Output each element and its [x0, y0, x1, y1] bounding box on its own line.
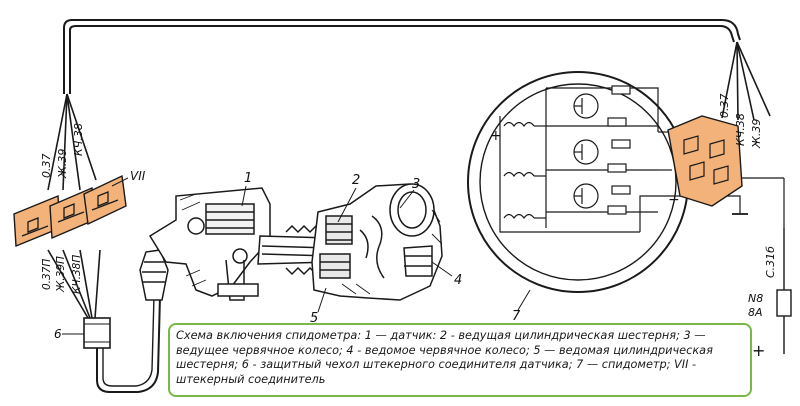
left-wire-fan — [47, 93, 101, 319]
sensor-assembly — [139, 183, 443, 301]
label-2: 2 — [352, 173, 360, 188]
wire-label-zh39: Ж.39 — [56, 149, 69, 179]
label-5: 5 — [310, 311, 318, 326]
protective-cover-6: 6 — [54, 295, 161, 393]
right-wire-fan — [721, 41, 771, 121]
label-6: 6 — [54, 327, 62, 341]
speedometer-connector — [667, 115, 743, 207]
label-1: 1 — [244, 171, 252, 186]
right-wire-zh39: Ж.39 — [750, 119, 763, 149]
part-leaders — [241, 185, 453, 313]
fuse-label-line1: N8 — [748, 292, 763, 305]
supply-wire-label: С.31б — [764, 246, 777, 278]
connector-vii-label: VII — [130, 169, 146, 183]
plus-inner: + — [490, 128, 502, 144]
wire-label-037p: 0.37П — [41, 259, 53, 290]
top-harness — [63, 19, 741, 94]
minus-inner: − — [668, 192, 680, 208]
right-wire-labels: 0.37 КЧ.38 Ж.39 — [718, 94, 763, 150]
figure-caption: Схема включения спидометра: 1 — датчик: … — [168, 323, 752, 397]
wire-label-zh39p: Ж.39П — [55, 256, 67, 293]
label-4: 4 — [454, 273, 462, 288]
right-wire-037: 0.37 — [718, 94, 731, 119]
part-numbers: 1 2 3 4 5 — [244, 171, 462, 326]
speedometer-polarity: + − — [490, 128, 680, 208]
fuse-label-line2: 8A — [748, 306, 763, 319]
plus-supply: + — [752, 341, 765, 360]
label-7: 7 — [512, 309, 521, 324]
speedometer-circuit — [499, 85, 785, 233]
right-wire-kch38: КЧ.38 — [734, 113, 747, 146]
connector-vii: VII — [13, 169, 146, 248]
left-wire-labels-top: 0.37 Ж.39 КЧ.38 — [40, 123, 85, 179]
wire-label-037: 0.37 — [40, 154, 53, 179]
label-3: 3 — [412, 177, 420, 192]
left-wire-labels-bottom: 0.37П Ж.39П КЧ.38П — [41, 255, 83, 294]
supply-branch — [776, 228, 792, 354]
wire-label-kch38: КЧ.38 — [72, 123, 85, 156]
wire-label-kch38p: КЧ.38П — [71, 255, 83, 294]
